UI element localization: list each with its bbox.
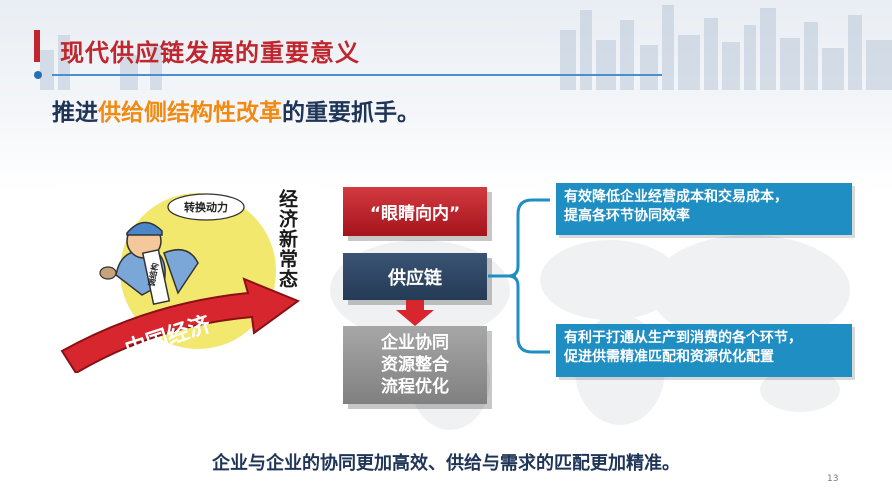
slide-title: 现代供应链发展的重要意义	[60, 39, 360, 67]
subtitle-prefix: 推进	[52, 100, 98, 126]
worker-figure	[99, 221, 199, 305]
callout-1-line-2: 提高各环节协同效率	[564, 208, 690, 224]
callout-2-line-2: 促进供需精准匹配和资源优化配置	[564, 349, 774, 365]
subtitle-highlight: 供给侧结构性改革	[98, 100, 282, 126]
box-look-inward: “眼睛向内”	[343, 187, 487, 236]
page-number: 13	[827, 474, 839, 484]
city-skyline-background	[40, 5, 892, 90]
down-arrow-icon	[396, 300, 434, 326]
speech-bubble	[167, 193, 245, 221]
callout-2-line-1: 有利于打通从生产到消费的各个环节，	[564, 330, 802, 346]
box-supply-chain: 供应链	[343, 253, 487, 300]
synergy-line-3: 流程优化	[381, 377, 449, 397]
callout-1-line-1: 有效降低企业经营成本和交易成本，	[564, 189, 788, 205]
tool-label: 调结构	[146, 262, 160, 287]
synergy-line-1: 企业协同	[381, 333, 449, 353]
speech-bubble-text: 转换动力	[184, 200, 228, 214]
subtitle-suffix: 的重要抓手。	[282, 100, 420, 126]
china-economy-illustration: 调结构 转换动力 中国经济	[58, 183, 320, 373]
bottom-summary: 企业与企业的协同更加高效、供给与需求的匹配更加精准。	[212, 453, 680, 474]
new-normal-vertical-text: 经济新常态	[276, 189, 298, 289]
title-accent-bar	[34, 30, 40, 62]
title-underline	[34, 71, 662, 79]
callout-supply-demand: 有利于打通从生产到消费的各个环节， 促进供需精准匹配和资源优化配置	[556, 324, 852, 377]
slide-subtitle: 推进供给侧结构性改革的重要抓手。	[52, 93, 420, 127]
growth-arrow	[60, 277, 301, 373]
synergy-line-2: 资源整合	[381, 355, 449, 375]
brace-connector	[488, 198, 550, 354]
callout-cost-reduction: 有效降低企业经营成本和交易成本， 提高各环节协同效率	[556, 183, 852, 235]
box-synergy: 企业协同 资源整合 流程优化	[343, 326, 487, 404]
